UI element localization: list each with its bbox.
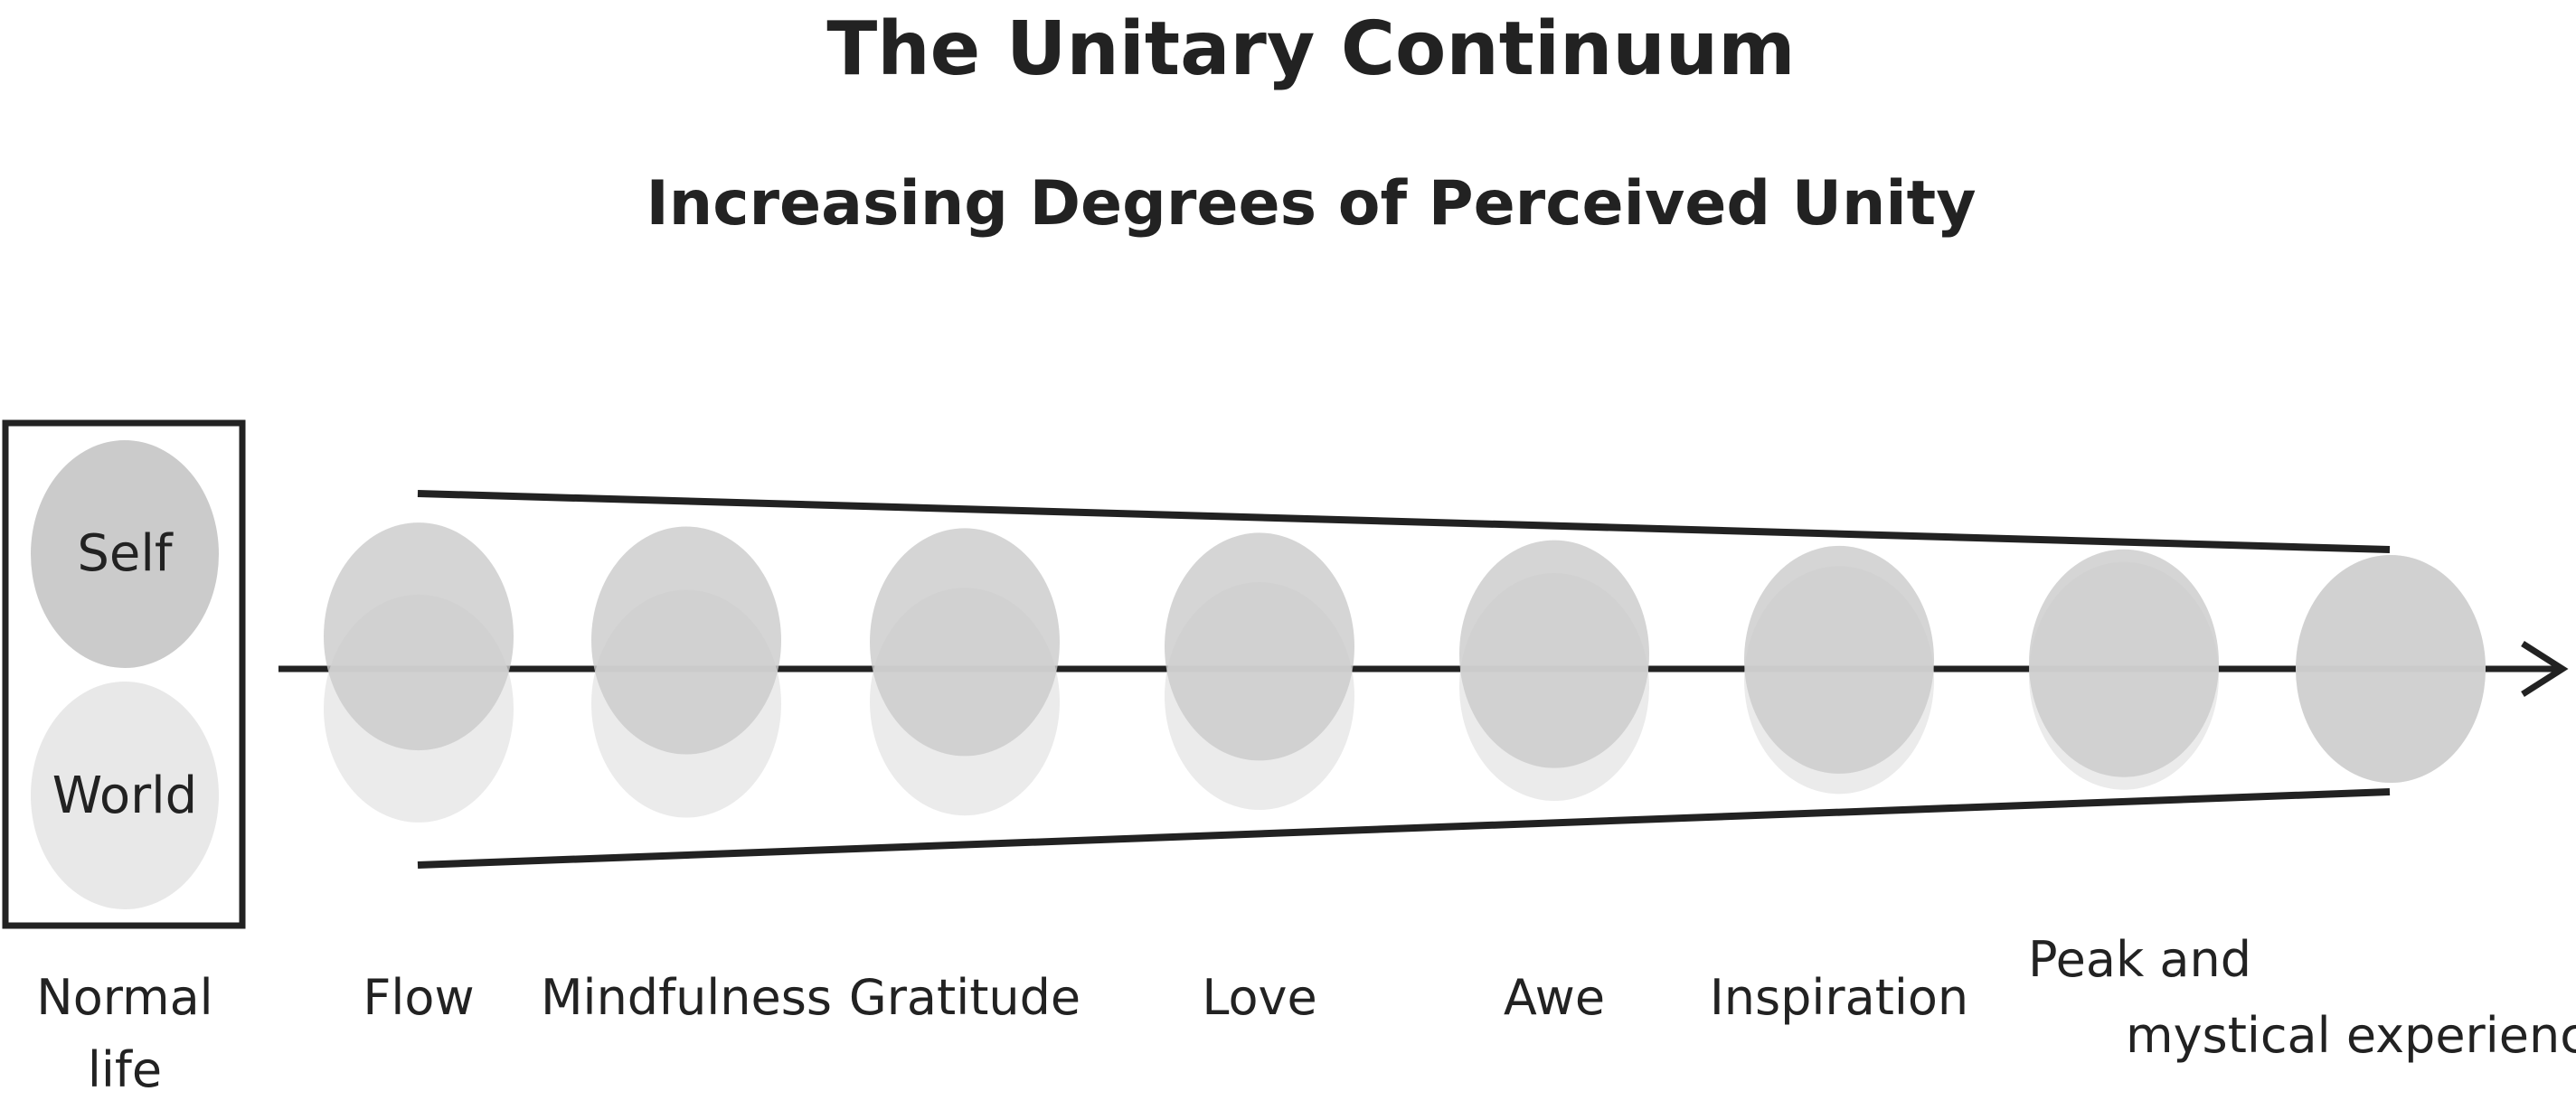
self-circle-stage-6 [1744,545,1934,774]
stage-label-7-line-1: mystical experiences [2126,1007,2576,1064]
stage-label-1-line-0: Flow [363,969,474,1026]
world-label: World [52,767,197,825]
stage-labels: Normal life Flow Mindfulness Gratitude Love Aw… [36,931,2576,1098]
continuum-arrowhead [2521,641,2569,697]
self-circle-stage-1 [324,522,514,751]
stage-label-3-line-0: Gratitude [849,969,1080,1026]
diagram-subtitle: Increasing Degrees of Perceived Unity [646,168,1976,240]
self-circle-stage-4 [1165,532,1354,761]
stage-label-5-line-0: Awe [1504,969,1605,1026]
funnel-bottom-line [417,788,2391,869]
stage-label-2-line-0: Mindfulness [541,969,832,1026]
stage-label-4-line-0: Love [1202,969,1316,1026]
normal-life-legend: Self World [2,419,246,929]
self-circle-stage-5 [1459,540,1649,768]
self-circle-stage-7 [2029,549,2219,777]
stage-circle-pairs [324,522,2486,823]
stage-label-7-line-0: Peak and [2028,931,2251,988]
self-label: Self [77,524,174,583]
self-circle-stage-2 [591,526,781,755]
stage-label-6-line-0: Inspiration [1710,969,1968,1026]
self-circle-stage-8 [2296,555,2486,783]
diagram-title: The Unitary Continuum [826,6,1795,92]
stage-label-0-line-1: life [88,1041,162,1098]
world-circle [31,682,219,909]
self-circle [31,440,219,668]
stage-label-0-line-0: Normal [36,969,212,1026]
funnel-top-line [417,490,2391,553]
self-circle-stage-3 [870,528,1060,757]
legend-frame [2,419,246,929]
